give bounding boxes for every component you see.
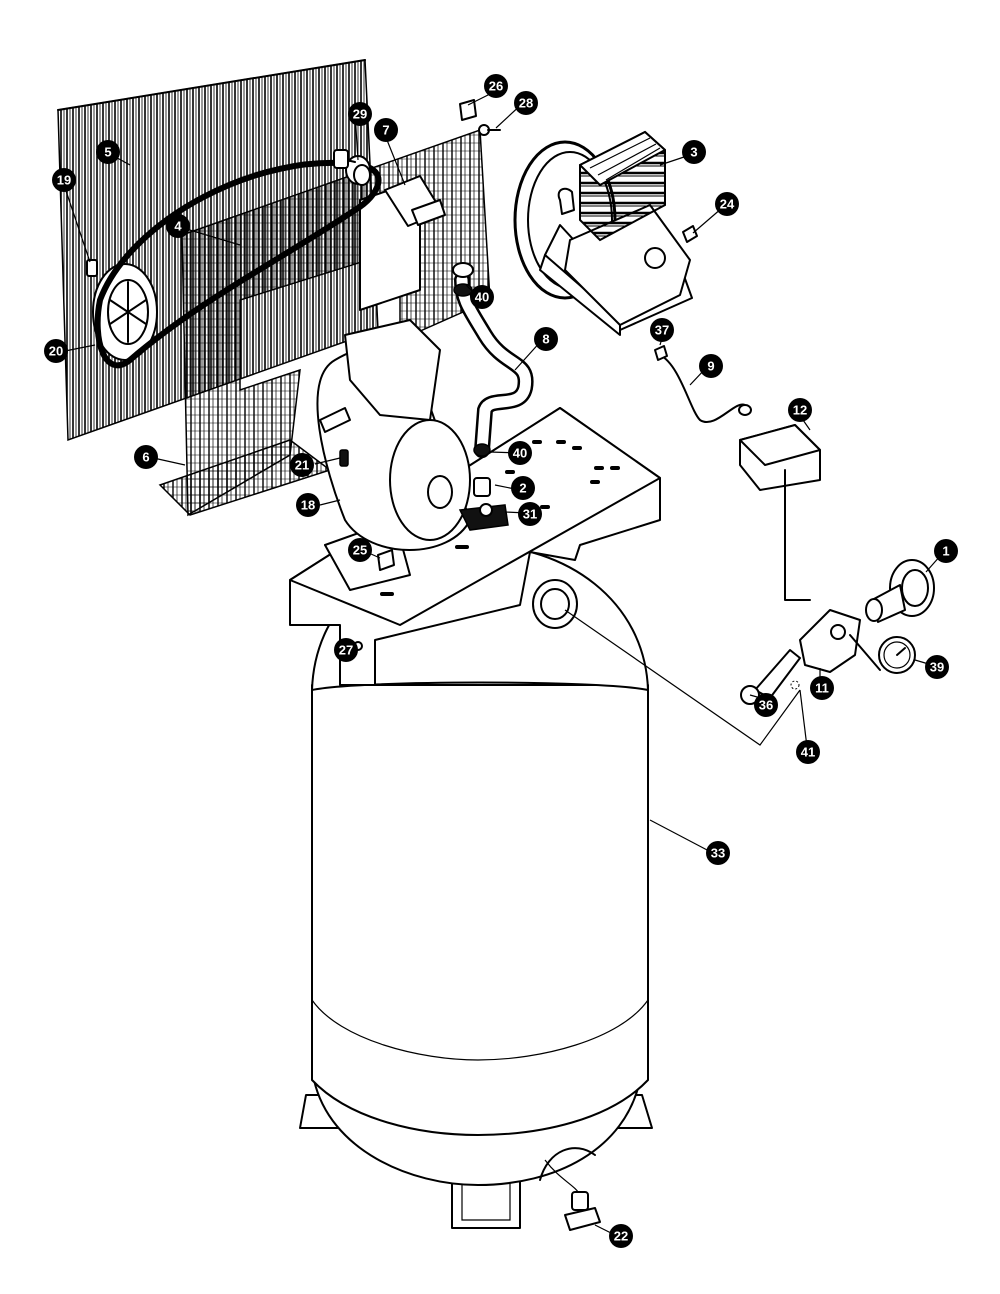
svg-text:31: 31 <box>523 507 537 522</box>
callout-39: 39 <box>925 655 949 679</box>
callout-18: 18 <box>296 493 320 517</box>
callout-36: 36 <box>754 693 778 717</box>
svg-text:26: 26 <box>489 79 503 94</box>
svg-text:29: 29 <box>353 107 367 122</box>
svg-text:5: 5 <box>104 145 111 160</box>
svg-text:11: 11 <box>815 681 829 696</box>
air-tank <box>299 544 653 1229</box>
drain-valve <box>544 1159 601 1231</box>
compressor-pump <box>513 130 693 336</box>
callout-22: 22 <box>609 1224 633 1248</box>
svg-text:33: 33 <box>711 846 725 861</box>
svg-text:8: 8 <box>542 332 549 347</box>
belt-guard-bracket <box>384 175 446 227</box>
svg-text:41: 41 <box>801 745 815 760</box>
svg-text:37: 37 <box>655 323 669 338</box>
svg-text:25: 25 <box>353 543 367 558</box>
svg-text:2: 2 <box>519 481 526 496</box>
svg-text:27: 27 <box>339 643 353 658</box>
pressure-gauge <box>878 636 916 674</box>
callout-21: 21 <box>290 453 314 477</box>
outlet-tube <box>452 262 534 458</box>
motor-bolt <box>377 549 395 571</box>
svg-text:24: 24 <box>720 197 735 212</box>
callout-40-lower: 40 <box>508 441 532 465</box>
svg-text:4: 4 <box>174 219 182 234</box>
callout-20: 20 <box>44 339 68 363</box>
callout-25: 25 <box>348 538 372 562</box>
callout-27: 27 <box>334 638 358 662</box>
svg-text:19: 19 <box>57 173 71 188</box>
pulley-and-belt <box>92 149 382 369</box>
callout-28: 28 <box>514 91 538 115</box>
callout-3: 3 <box>682 140 706 164</box>
callout-29: 29 <box>348 102 372 126</box>
callout-33: 33 <box>706 841 730 865</box>
callout-12: 12 <box>788 398 812 422</box>
callout-7: 7 <box>374 118 398 142</box>
svg-text:1: 1 <box>942 544 949 559</box>
svg-text:39: 39 <box>930 660 944 675</box>
pump-bolt <box>682 225 698 243</box>
callout-4: 4 <box>166 214 190 238</box>
svg-text:6: 6 <box>142 450 149 465</box>
unloader-tube <box>654 345 752 423</box>
callout-1: 1 <box>934 539 958 563</box>
callout-24: 24 <box>715 192 739 216</box>
svg-text:7: 7 <box>382 123 389 138</box>
callout-26: 26 <box>484 74 508 98</box>
callout-37: 37 <box>650 318 674 342</box>
misc-fasteners <box>86 99 501 277</box>
svg-text:3: 3 <box>690 145 697 160</box>
callout-6: 6 <box>134 445 158 469</box>
callout-19: 19 <box>52 168 76 192</box>
svg-text:12: 12 <box>793 403 807 418</box>
callout-31: 31 <box>518 502 542 526</box>
svg-text:22: 22 <box>614 1229 628 1244</box>
callout-5: 5 <box>96 140 120 164</box>
callout-8: 8 <box>534 327 558 351</box>
svg-text:21: 21 <box>295 458 309 473</box>
svg-text:18: 18 <box>301 498 315 513</box>
svg-text:9: 9 <box>707 359 714 374</box>
check-valve <box>458 477 509 531</box>
callout-40-upper: 40 <box>470 285 494 309</box>
safety-valve <box>865 559 935 623</box>
electric-motor <box>316 319 471 591</box>
svg-text:36: 36 <box>759 698 773 713</box>
manifold-assembly <box>564 609 881 746</box>
callout-9: 9 <box>699 354 723 378</box>
callout-11: 11 <box>810 676 834 700</box>
pressure-switch <box>739 424 821 601</box>
callout-41: 41 <box>796 740 820 764</box>
callout-2: 2 <box>511 476 535 500</box>
svg-text:40: 40 <box>513 446 527 461</box>
svg-text:28: 28 <box>519 96 533 111</box>
svg-text:40: 40 <box>475 290 489 305</box>
svg-text:20: 20 <box>49 344 63 359</box>
